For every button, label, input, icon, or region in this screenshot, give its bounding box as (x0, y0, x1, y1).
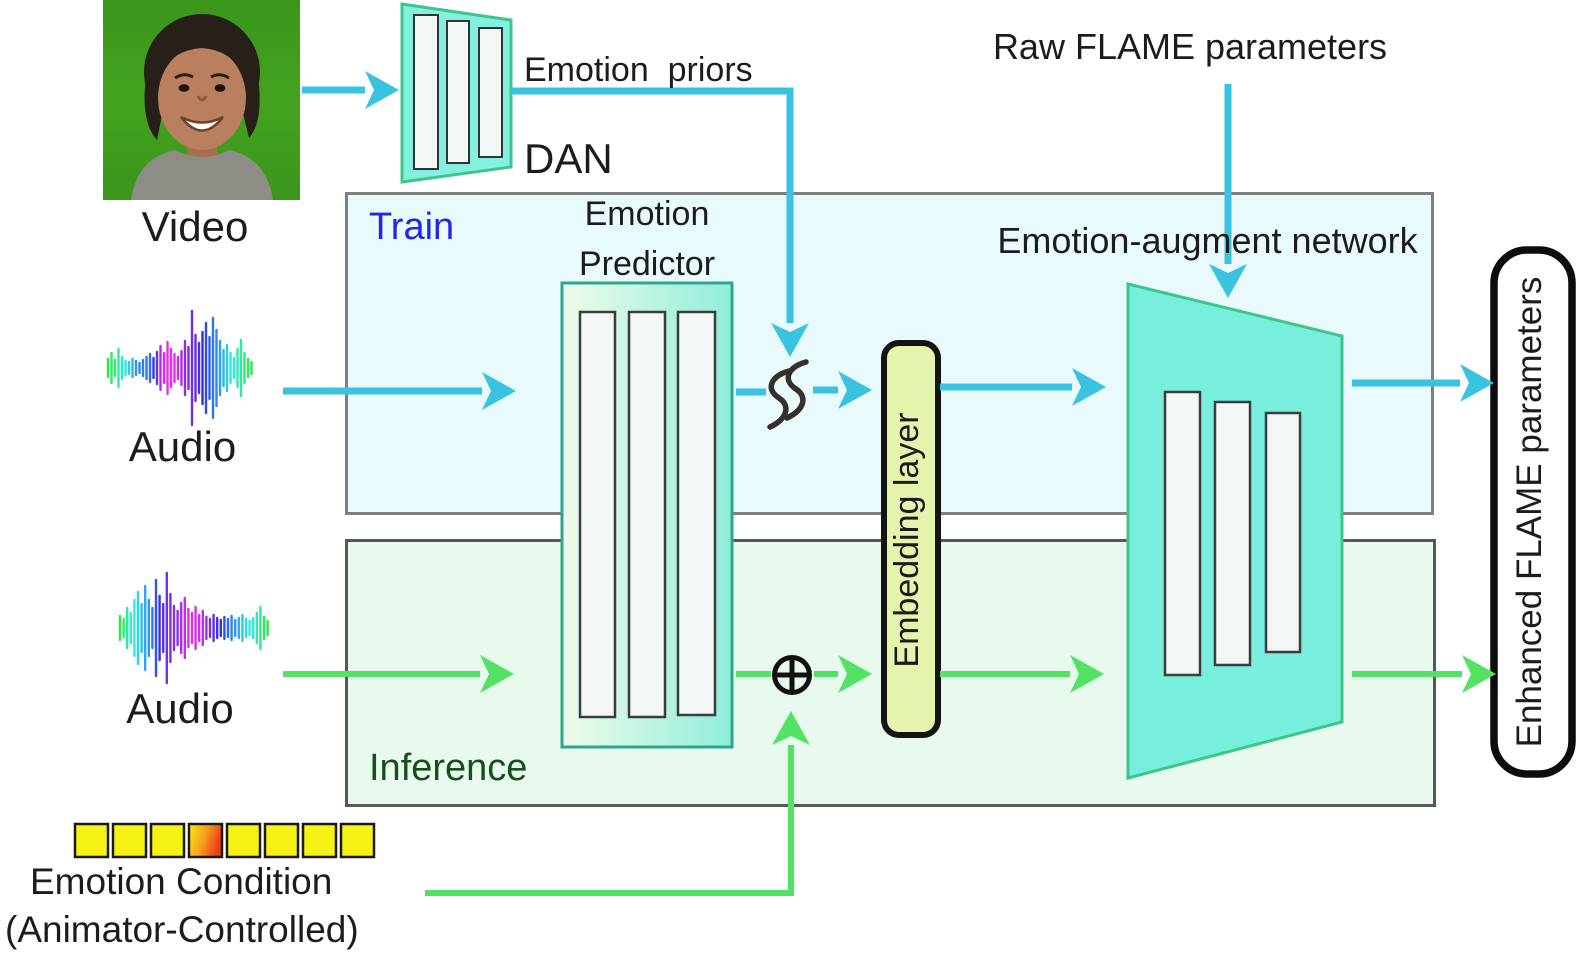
emotion-condition-cell (263, 822, 300, 859)
video-label: Video (141, 203, 249, 250)
emotion-condition-label-line2: (Animator-Controlled) (5, 909, 359, 950)
audio-waveform-train-icon (106, 309, 253, 427)
emotion-augment-network-block (1126, 282, 1344, 780)
embedding-layer-block (881, 340, 941, 738)
raw-flame-parameters-label: Raw FLAME parameters (992, 26, 1388, 67)
emotion-condition-cell (301, 822, 338, 859)
emotion-condition-label-line1: Emotion Condition (30, 861, 333, 902)
emotion-augment-network-label: Emotion-augment network (997, 220, 1418, 261)
emotion-condition-cell (225, 822, 262, 859)
enhanced-flame-parameters-label: Enhanced FLAME parameters (1510, 276, 1549, 748)
audio-waveform-inference-icon (118, 571, 269, 685)
emotion-condition-cell (149, 822, 186, 859)
dan-network-block (400, 2, 513, 184)
circled-plus-icon (772, 655, 812, 695)
train-region-label: Train (369, 206, 455, 248)
emotion-predictor-label-line1: Emotion (584, 195, 710, 233)
smiling-face-photo-icon (103, 0, 300, 200)
train-flow-arrows (283, 71, 1494, 410)
emotion-priors-label: Emotion priors (524, 51, 753, 89)
emotion-condition-cell (339, 822, 376, 859)
emotion-condition-cells (73, 822, 376, 859)
emotion-condition-cell (187, 822, 224, 859)
dan-label: DAN (524, 135, 613, 182)
noise-squiggle-icon (767, 359, 809, 430)
embedding-layer-label: Embedding layer (888, 412, 926, 668)
inference-region-label: Inference (369, 747, 528, 789)
emotion-condition-cell (111, 822, 148, 859)
emotion-predictor-label-line2: Predictor (578, 245, 716, 283)
audio-inference-label: Audio (126, 685, 234, 732)
emotion-condition-cell (73, 822, 110, 859)
audio-train-label: Audio (128, 423, 237, 470)
inference-flow-arrows (283, 655, 1496, 896)
emotion-predictor-block (560, 281, 734, 749)
enhanced-flame-output-block (1490, 246, 1576, 778)
video-input-photo (103, 0, 300, 200)
